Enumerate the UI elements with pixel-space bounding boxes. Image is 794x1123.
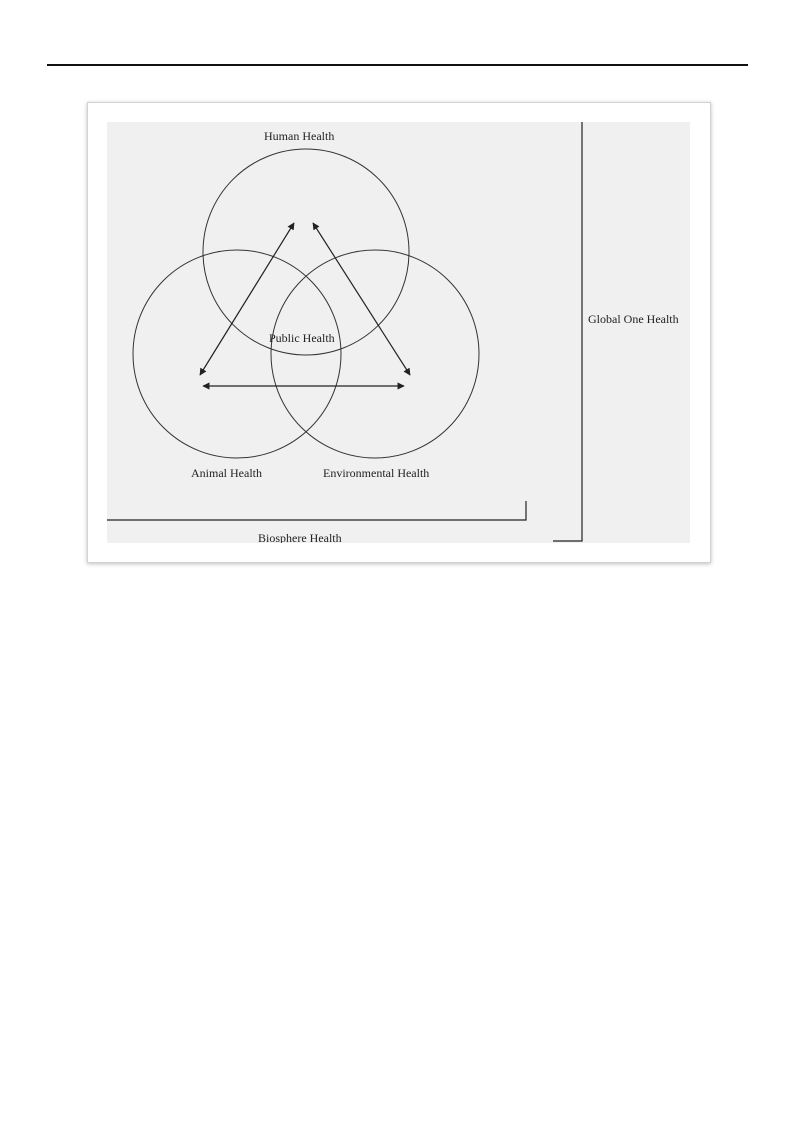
- figure-canvas: Human Health Public Health Animal Health…: [107, 122, 690, 543]
- global-bracket: [553, 122, 583, 542]
- animal-health-circle: [132, 249, 342, 459]
- biosphere-bracket: [107, 501, 527, 521]
- environmental-health-circle: [270, 249, 480, 459]
- environmental-health-label: Environmental Health: [323, 466, 430, 480]
- animal-health-label: Animal Health: [191, 466, 262, 480]
- arrow-human-animal: [199, 222, 295, 376]
- biosphere-health-label: Biosphere Health: [258, 531, 342, 543]
- arrow-human-environmental: [312, 222, 411, 376]
- global-one-health-label: Global One Health: [588, 312, 679, 326]
- one-health-figure: Human Health Public Health Animal Health…: [87, 102, 711, 563]
- human-health-label: Human Health: [264, 129, 335, 143]
- header-rule: [47, 64, 748, 66]
- public-health-label: Public Health: [269, 331, 335, 345]
- one-health-diagram: [107, 122, 583, 542]
